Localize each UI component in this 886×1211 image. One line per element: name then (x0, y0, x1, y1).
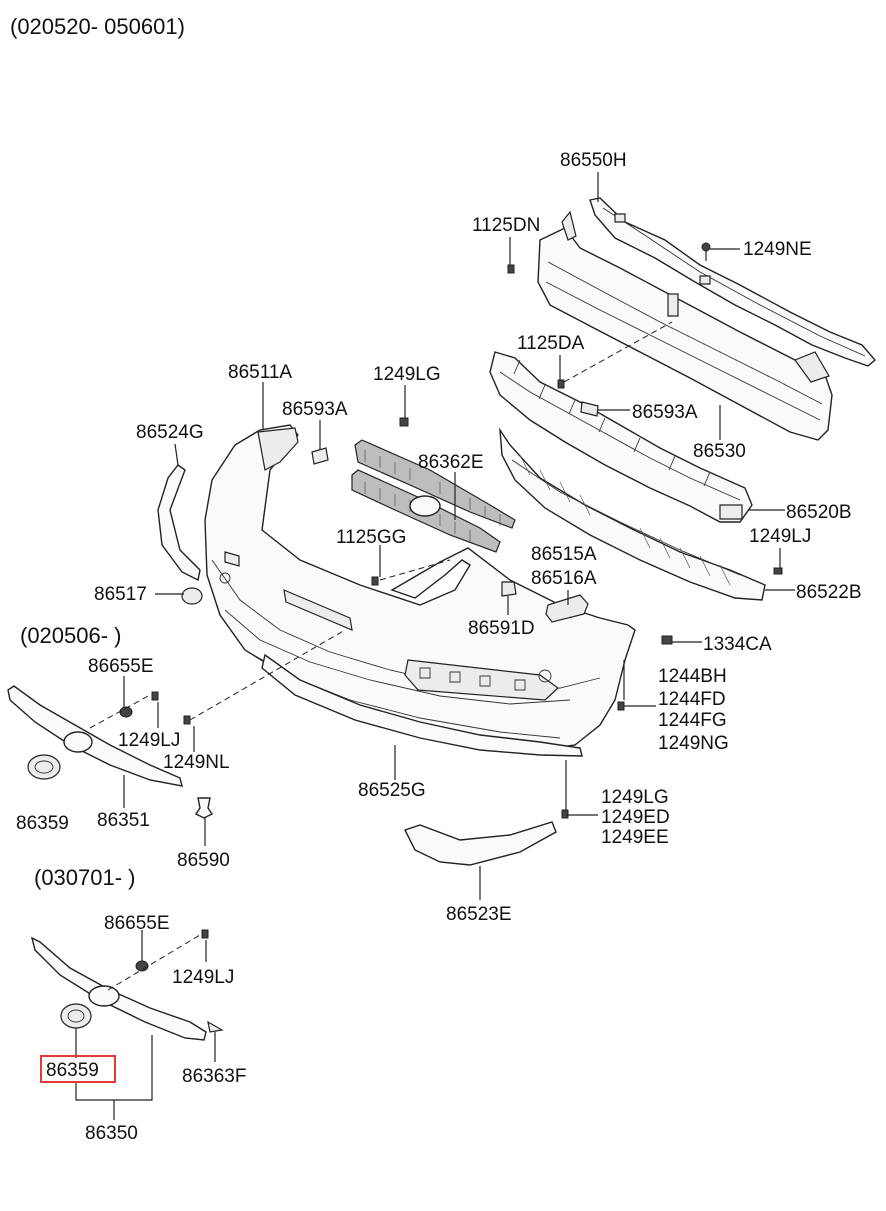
label-1334CA: 1334CA (703, 634, 772, 655)
label-1244BH: 1244BH (658, 666, 727, 687)
label-1249LJ-a: 1249LJ (118, 730, 180, 751)
grille-emblem-icon (409, 495, 441, 517)
part-86520B (489, 351, 753, 523)
part-86550H (589, 197, 876, 367)
label-86590: 86590 (177, 850, 230, 871)
part-86359-b (60, 1003, 92, 1029)
label-1125GG: 1125GG (336, 527, 406, 548)
label-86362E: 86362E (418, 452, 484, 473)
label-86359-b: 86359 (46, 1060, 99, 1081)
label-1249NG: 1249NG (658, 733, 729, 754)
part-86511A (204, 424, 636, 751)
date-range-b: (030701- ) (34, 865, 136, 890)
label-86593A-left: 86593A (282, 399, 348, 420)
fastener-1249LJ-b (201, 929, 209, 939)
label-86530: 86530 (693, 441, 746, 462)
part-1334CA (661, 635, 673, 645)
date-range-main: (020520- 050601) (10, 14, 185, 39)
fastener-1249LG-top (399, 417, 409, 427)
part-86523E (404, 821, 557, 866)
fastener-1249NE (701, 242, 711, 261)
part-86362E (351, 439, 516, 553)
leader-lines (75, 172, 795, 1120)
fastener-1249LJ-right (773, 567, 783, 575)
label-86550H: 86550H (560, 150, 627, 171)
label-86350: 86350 (85, 1123, 138, 1144)
part-86593A-right (580, 401, 599, 417)
date-range-a: (020506- ) (20, 623, 122, 648)
part-86350-grille-strip (30, 936, 207, 1041)
part-86593A-left (311, 447, 329, 465)
label-1244FD: 1244FD (658, 689, 726, 710)
label-1125DA: 1125DA (517, 333, 585, 354)
label-1249NE: 1249NE (743, 239, 812, 260)
label-86359-a: 86359 (16, 813, 69, 834)
label-1249EE: 1249EE (601, 827, 669, 848)
label-86655E-a: 86655E (88, 656, 154, 677)
part-86517 (181, 587, 203, 605)
label-86515A: 86515A (531, 544, 597, 565)
label-86516A: 86516A (531, 568, 597, 589)
label-1249LG-bottom: 1249LG (601, 787, 669, 808)
label-86351: 86351 (97, 810, 150, 831)
part-86590 (194, 797, 214, 819)
part-86515A (545, 594, 589, 623)
fastener-1125DA (557, 379, 565, 389)
label-86511A: 86511A (228, 362, 292, 383)
label-86517: 86517 (94, 584, 147, 605)
fastener-1249LG-bottom (561, 809, 569, 819)
label-1244FG: 1244FG (658, 710, 727, 731)
label-86522B: 86522B (796, 582, 862, 603)
label-1249LJ-b: 1249LJ (172, 967, 234, 988)
label-86523E: 86523E (446, 904, 512, 925)
label-86520B: 86520B (786, 502, 852, 523)
fastener-1244BH (617, 701, 625, 711)
fastener-1249LJ-a (151, 691, 159, 701)
label-86524G: 86524G (136, 422, 204, 443)
part-86591D (501, 581, 517, 597)
label-1249ED: 1249ED (601, 807, 670, 828)
highlighted-part-86359[interactable]: 86359 (40, 1055, 116, 1083)
label-86655E-b: 86655E (104, 913, 170, 934)
part-86351 (7, 685, 183, 787)
part-86530 (537, 210, 833, 441)
label-1249LG-top: 1249LG (373, 364, 441, 385)
label-86593A-right: 86593A (632, 402, 698, 423)
label-86591D: 86591D (468, 618, 535, 639)
label-86525G: 86525G (358, 780, 426, 801)
part-86522B (499, 427, 766, 601)
label-1249LJ-right: 1249LJ (749, 526, 811, 547)
part-86525G (261, 653, 583, 757)
part-86359-a (27, 754, 61, 780)
part-86524G (157, 464, 201, 582)
label-1249NL: 1249NL (163, 752, 230, 773)
fastener-1125DN (507, 264, 515, 274)
part-86655E-b (135, 960, 149, 972)
label-1125DN: 1125DN (472, 215, 540, 236)
fastener-1125GG (371, 576, 379, 586)
part-86363F (207, 1020, 224, 1033)
label-86363F: 86363F (182, 1066, 246, 1087)
fastener-1249NL (183, 715, 191, 725)
